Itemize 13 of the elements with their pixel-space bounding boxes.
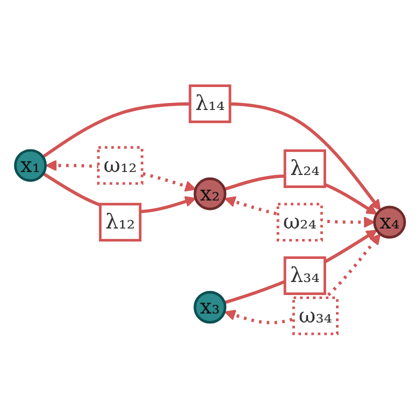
edge-label: λ₁₄: [195, 91, 225, 116]
arrow: [224, 230, 378, 304]
arrow: [224, 234, 381, 324]
node-circle: x₂: [194, 178, 226, 210]
node-circle: x₄: [373, 206, 406, 239]
edge-label: ω₃₄: [298, 303, 332, 328]
edge-label: λ₁₂: [105, 210, 136, 234]
edge-label: ω₂₄: [283, 210, 316, 234]
edge-label: ω₁₂: [104, 152, 137, 178]
edge-label: λ₂₄: [290, 156, 320, 180]
node-circle: x₃: [194, 291, 226, 324]
node-circle: x₁: [14, 149, 47, 182]
edge-label: λ₃₄: [290, 263, 320, 288]
